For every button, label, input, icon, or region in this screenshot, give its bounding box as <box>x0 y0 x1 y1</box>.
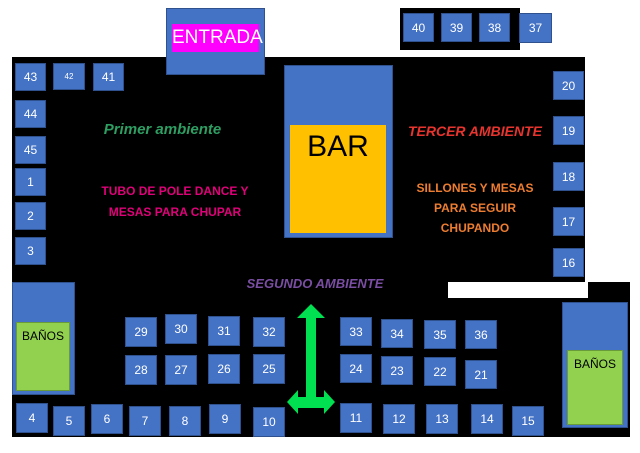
table-41[interactable]: 41 <box>93 63 124 91</box>
first-zone-description-line1: TUBO DE POLE DANCE Y <box>101 184 249 198</box>
table-14[interactable]: 14 <box>471 404 503 434</box>
table-3[interactable]: 3 <box>15 237 46 265</box>
table-32[interactable]: 32 <box>253 317 285 347</box>
table-38[interactable]: 38 <box>479 13 510 42</box>
table-35[interactable]: 35 <box>424 320 456 349</box>
table-1[interactable]: 1 <box>15 168 46 196</box>
restroom-right-label: BAÑOS <box>573 357 616 371</box>
table-44[interactable]: 44 <box>15 100 46 128</box>
table-39[interactable]: 39 <box>441 13 472 42</box>
third-zone-description-line3: CHUPANDO <box>440 221 510 235</box>
table-21[interactable]: 21 <box>465 360 497 389</box>
table-16[interactable]: 16 <box>553 248 584 277</box>
table-4[interactable]: 4 <box>16 403 48 433</box>
third-zone-title: TERCER AMBIENTE <box>407 123 543 139</box>
table-15[interactable]: 15 <box>512 406 544 436</box>
bar-counter <box>290 125 386 233</box>
table-10[interactable]: 10 <box>253 407 285 437</box>
restroom-right: BAÑOS <box>567 350 623 425</box>
table-23[interactable]: 23 <box>381 356 413 385</box>
table-9[interactable]: 9 <box>209 404 241 434</box>
table-24[interactable]: 24 <box>340 354 372 383</box>
table-18[interactable]: 18 <box>553 162 584 191</box>
table-25[interactable]: 25 <box>253 354 285 384</box>
table-2[interactable]: 2 <box>15 202 46 230</box>
table-12[interactable]: 12 <box>383 404 415 434</box>
table-43[interactable]: 43 <box>15 63 46 91</box>
table-31[interactable]: 31 <box>208 316 240 346</box>
table-33[interactable]: 33 <box>340 317 372 346</box>
table-40[interactable]: 40 <box>403 13 434 42</box>
table-5[interactable]: 5 <box>53 406 85 436</box>
first-zone-title: Primer ambiente <box>103 121 222 138</box>
entrance-label: ENTRADA <box>172 24 263 52</box>
table-19[interactable]: 19 <box>553 116 584 145</box>
second-zone-title: SEGUNDO AMBIENTE <box>246 276 384 291</box>
table-29[interactable]: 29 <box>125 317 157 347</box>
table-36[interactable]: 36 <box>465 320 497 349</box>
table-6[interactable]: 6 <box>91 404 123 434</box>
table-37[interactable]: 37 <box>519 13 552 43</box>
table-22[interactable]: 22 <box>424 357 456 386</box>
table-11[interactable]: 11 <box>340 403 372 433</box>
first-zone-description-line2: MESAS PARA CHUPAR <box>108 205 242 219</box>
table-17[interactable]: 17 <box>553 207 584 236</box>
restroom-left-label: BAÑOS <box>21 329 64 343</box>
table-13[interactable]: 13 <box>426 404 458 434</box>
bar-label: BAR <box>307 130 369 163</box>
third-zone-description-line1: SILLONES Y MESAS <box>416 181 534 195</box>
table-28[interactable]: 28 <box>125 355 157 385</box>
floor-step-right <box>448 282 588 298</box>
table-7[interactable]: 7 <box>129 406 161 436</box>
table-42[interactable]: 42 <box>53 63 85 90</box>
table-34[interactable]: 34 <box>381 319 413 348</box>
third-zone-description-line2: PARA SEGUIR <box>433 201 516 215</box>
restroom-left: BAÑOS <box>16 322 70 391</box>
table-26[interactable]: 26 <box>208 354 240 384</box>
table-27[interactable]: 27 <box>165 355 197 385</box>
table-8[interactable]: 8 <box>169 406 201 436</box>
table-30[interactable]: 30 <box>165 314 197 344</box>
table-45[interactable]: 45 <box>15 136 46 164</box>
table-20[interactable]: 20 <box>553 71 584 100</box>
